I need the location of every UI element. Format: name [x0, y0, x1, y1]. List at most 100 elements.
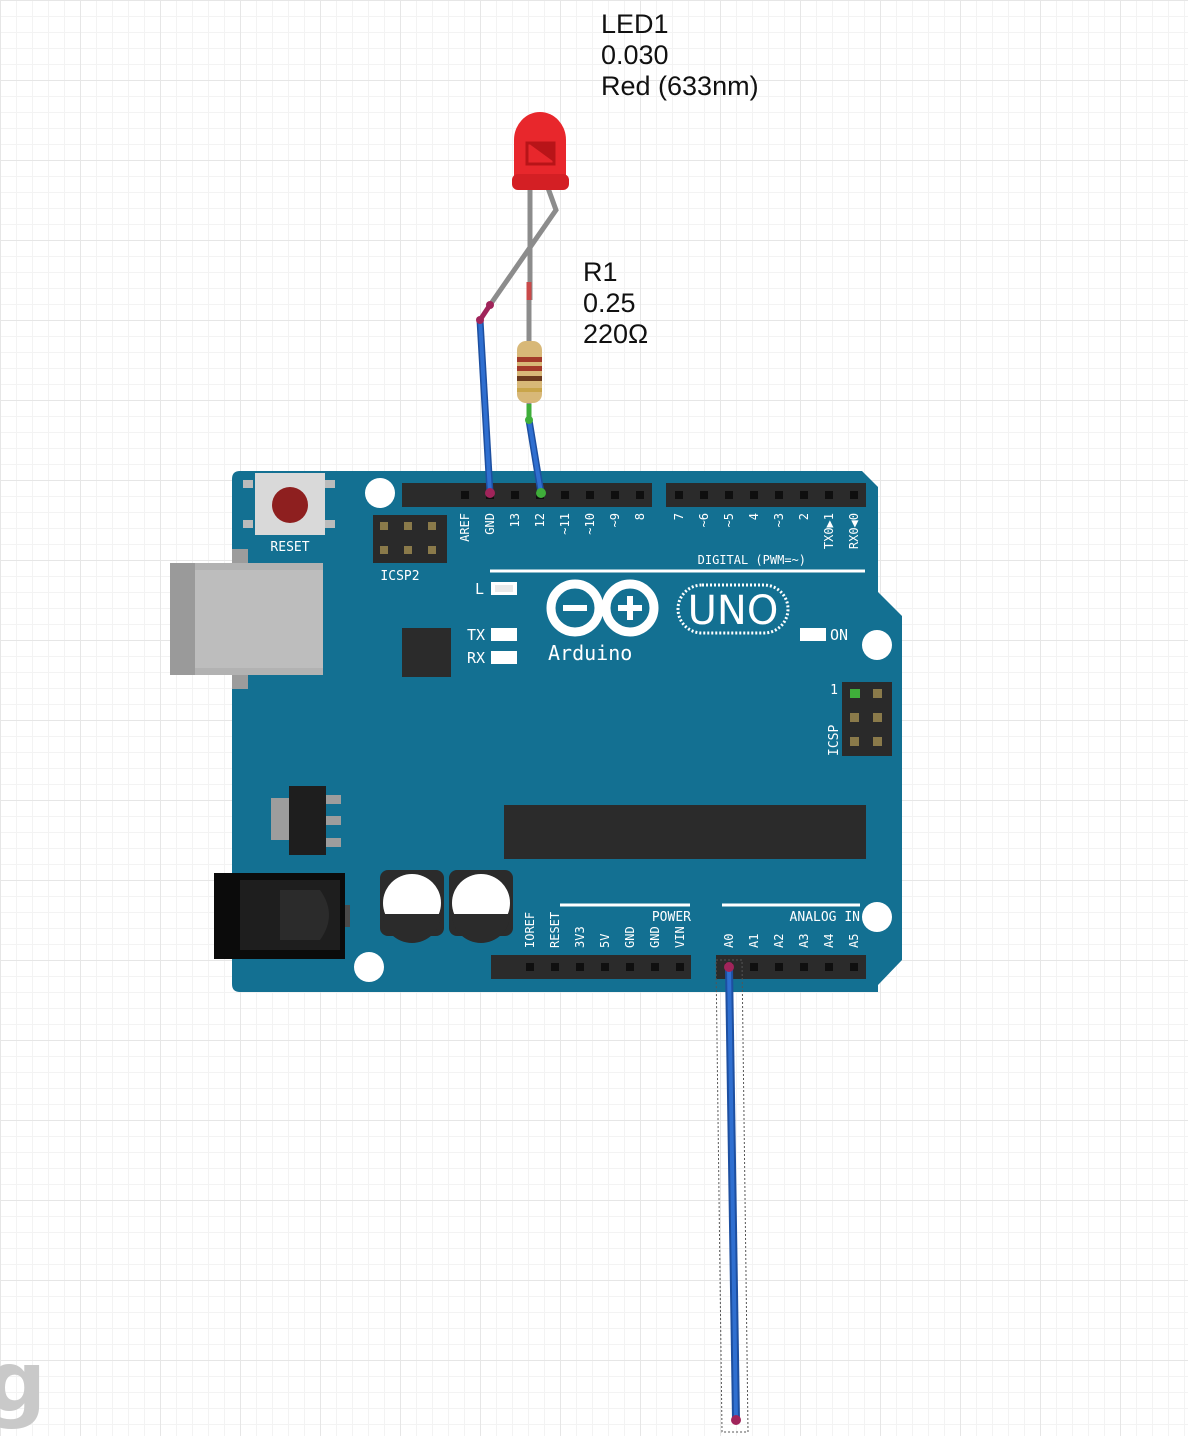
header-pin-power-pins-3[interactable]: [601, 963, 609, 971]
header-pin-power-pins-1[interactable]: [551, 963, 559, 971]
led-on: [800, 628, 826, 641]
wire-a0-selected[interactable]: [715, 959, 749, 1433]
pin-label: 13: [508, 513, 522, 527]
pin-label: GND: [483, 513, 497, 535]
header-pin-digital-pins-right-3[interactable]: [750, 491, 758, 499]
capacitor: [380, 870, 444, 943]
pin-label: ~10: [583, 513, 597, 535]
pin-label: TX0▶1: [822, 513, 836, 549]
fritzing-logo-fragment: g: [0, 1333, 47, 1431]
header-pin-power-pins-0[interactable]: [526, 963, 534, 971]
uno-wordmark: UNO: [688, 588, 779, 634]
pin-label: 2: [797, 513, 811, 520]
usb-connector: [170, 549, 323, 689]
wire-pin12[interactable]: [525, 416, 546, 498]
mounting-hole: [365, 478, 395, 508]
resistor-r1[interactable]: [517, 300, 542, 420]
r1-label: R1 0.25 220Ω: [583, 257, 648, 350]
digital-label: DIGITAL (PWM=~): [698, 553, 806, 567]
header-pin-digital-pins-left-2[interactable]: [511, 491, 519, 499]
pin-label: ~9: [608, 513, 622, 527]
led-tx: [491, 628, 517, 641]
pin-label: VIN: [673, 926, 687, 948]
pin-label: IOREF: [523, 912, 537, 948]
led-anode-leg: [487, 187, 559, 307]
header-pin-analog-pins-5[interactable]: [850, 963, 858, 971]
header-pin-power-pins-6[interactable]: [676, 963, 684, 971]
arduino-logo: [546, 579, 790, 637]
pin-label: 5V: [598, 934, 612, 948]
pin-label: RESET: [548, 912, 562, 948]
mounting-hole: [862, 902, 892, 932]
header-pin-digital-pins-left-7[interactable]: [636, 491, 644, 499]
resistor-band: [517, 366, 542, 371]
pin-label: AREF: [458, 513, 472, 542]
led-rx: [491, 651, 517, 664]
selection-outline: [715, 959, 749, 1433]
led-die: [528, 143, 554, 162]
header-pin-digital-pins-right-1[interactable]: [700, 491, 708, 499]
header-pin-digital-pins-left-4[interactable]: [561, 491, 569, 499]
header-pin-digital-pins-right-2[interactable]: [725, 491, 733, 499]
atmega-chip: [504, 805, 866, 859]
header-pin-power-pins-4[interactable]: [626, 963, 634, 971]
voltage-regulator: [271, 786, 341, 855]
wire-a0-endpoint: [724, 962, 734, 972]
pin-label: 4: [747, 513, 761, 520]
resistor-body: [517, 341, 542, 403]
header-pin-power-pins-5[interactable]: [651, 963, 659, 971]
pin-label: A5: [847, 934, 861, 948]
header-pin-digital-pins-right-6[interactable]: [825, 491, 833, 499]
r1-resistance: 220Ω: [583, 319, 649, 349]
pin-label: 8: [633, 513, 647, 520]
pin-label: A1: [747, 934, 761, 948]
pin-label: A4: [822, 934, 836, 948]
icsp2-header: [373, 515, 447, 563]
reset-label: RESET: [270, 540, 309, 555]
header-pin-digital-pins-right-7[interactable]: [850, 491, 858, 499]
led1-value: 0.030: [601, 40, 669, 70]
resistor-band: [517, 376, 542, 381]
on-label: ON: [830, 626, 848, 644]
icsp-label: ICSP: [827, 725, 842, 756]
pin-label: A2: [772, 934, 786, 948]
wire-pin12-endpoint: [536, 488, 546, 498]
usb-chip: [402, 628, 451, 677]
led1[interactable]: [487, 112, 569, 307]
pin-label: GND: [648, 926, 662, 948]
header-pin-analog-pins-2[interactable]: [775, 963, 783, 971]
wire-pin12-core: [527, 418, 543, 495]
pin-label: 7: [672, 513, 686, 520]
header-pin-analog-pins-4[interactable]: [825, 963, 833, 971]
wire-gnd[interactable]: [476, 301, 495, 498]
header-pin-digital-pins-right-0[interactable]: [675, 491, 683, 499]
icsp-header: [842, 682, 892, 756]
digital-header-left: [402, 483, 652, 507]
header-pin-digital-pins-left-6[interactable]: [611, 491, 619, 499]
led-tx-label: TX: [467, 626, 485, 644]
header-pin-digital-pins-right-4[interactable]: [775, 491, 783, 499]
arduino-uno-board[interactable]: RESET ICSP2 L TX RX ON DIGITAL (PWM=~): [170, 471, 902, 992]
analog-header: [716, 955, 866, 979]
led1-name: LED1: [601, 9, 669, 39]
header-pin-digital-pins-left-0[interactable]: [461, 491, 469, 499]
led-l-label: L: [475, 580, 484, 598]
wire-a0-core: [727, 965, 738, 1422]
digital-header-right: [666, 483, 866, 507]
pin-label: ~11: [558, 513, 572, 535]
pin-label: A3: [797, 934, 811, 948]
wire-a0-endpoint: [731, 1415, 741, 1425]
header-pin-digital-pins-right-5[interactable]: [800, 491, 808, 499]
led-rim: [512, 174, 569, 190]
header-pin-power-pins-2[interactable]: [576, 963, 584, 971]
wire-gnd-core: [478, 318, 492, 495]
header-pin-analog-pins-3[interactable]: [800, 963, 808, 971]
header-pin-digital-pins-left-5[interactable]: [586, 491, 594, 499]
capacitor: [449, 870, 513, 943]
reset-button[interactable]: [243, 473, 335, 535]
mounting-hole: [862, 630, 892, 660]
header-pin-analog-pins-1[interactable]: [750, 963, 758, 971]
analog-label: ANALOG IN: [790, 910, 860, 925]
